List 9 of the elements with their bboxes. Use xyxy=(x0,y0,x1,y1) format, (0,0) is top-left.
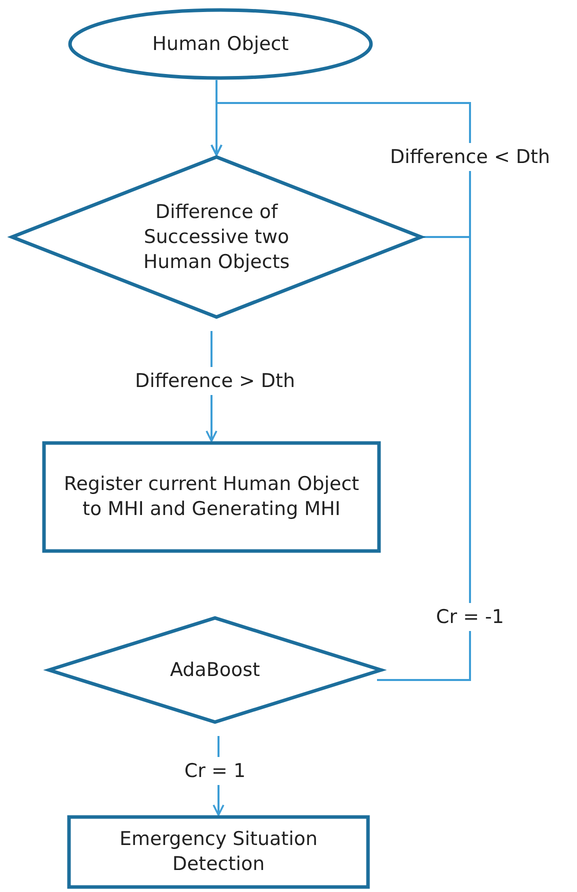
node-text: Difference of Successive two Human Objects xyxy=(142,200,291,274)
node-text: Human Object xyxy=(151,32,290,56)
node-text: AdaBoost xyxy=(169,658,261,682)
process-box xyxy=(67,815,370,889)
node-text: Emergency Situation Detection xyxy=(118,827,319,877)
start-ellipse xyxy=(68,8,373,80)
arrow xyxy=(210,102,471,681)
node-text: Register current Human Object to MHI and Generating MHI xyxy=(62,472,360,522)
process-box xyxy=(42,441,381,553)
